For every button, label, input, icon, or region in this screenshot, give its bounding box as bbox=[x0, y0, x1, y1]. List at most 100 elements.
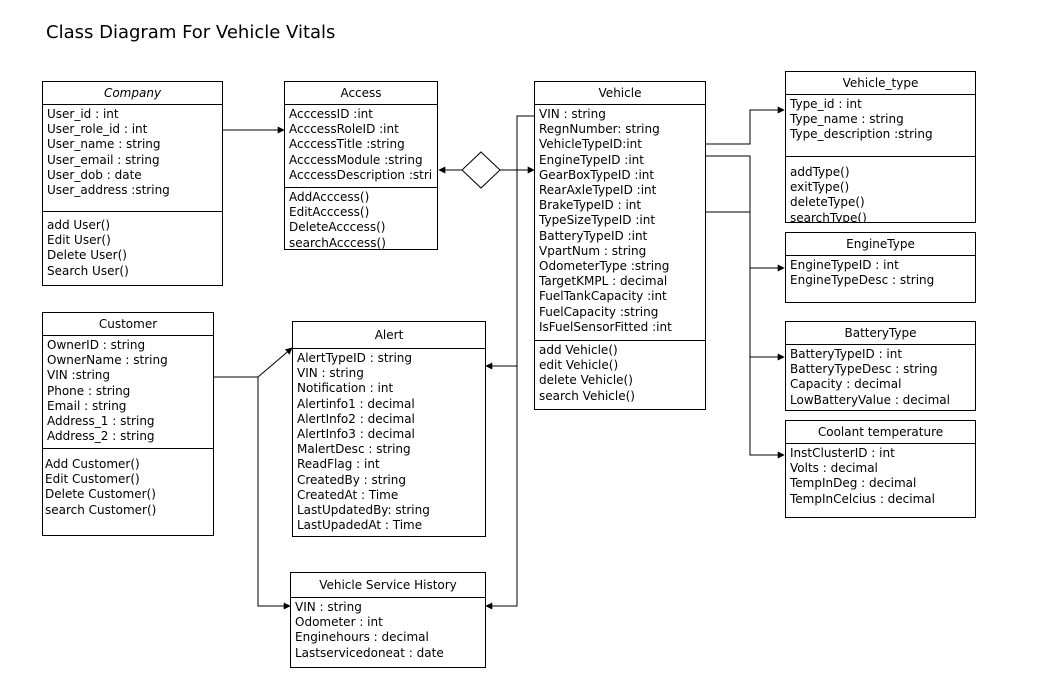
attribute: VehicleTypeID:int bbox=[539, 137, 642, 152]
class-vehicle-type-methods: addType() exitType() deleteType() search… bbox=[786, 156, 975, 223]
attribute: ReadFlag : int bbox=[297, 457, 380, 472]
attribute: User_email : string bbox=[47, 152, 160, 167]
class-vehicle-type[interactable]: Vehicle_type Type_id : int Type_name : s… bbox=[785, 71, 976, 223]
connector-customer-split bbox=[257, 347, 293, 378]
class-access[interactable]: Access AcccessID :int AcccessRoleID :int… bbox=[284, 81, 438, 250]
attribute: User_id : int bbox=[47, 107, 119, 121]
attribute: Type_description :string bbox=[790, 127, 933, 142]
page-title: Class Diagram For Vehicle Vitals bbox=[46, 22, 336, 43]
attribute: OwnerName : string bbox=[47, 353, 168, 368]
attribute: RegnNumber: string bbox=[539, 122, 660, 137]
class-vehicle-type-name: Vehicle_type bbox=[786, 72, 975, 95]
method: Edit Customer() bbox=[45, 472, 140, 487]
attribute: User_dob : date bbox=[47, 167, 142, 182]
connector-vehicle-coolant bbox=[749, 357, 785, 459]
attribute: InstClusterID : int bbox=[790, 446, 895, 460]
method: search Vehicle() bbox=[539, 388, 635, 403]
attribute: EngineTypeID :int bbox=[539, 152, 644, 167]
class-customer-attributes: OwnerID : string OwnerName : string VIN … bbox=[43, 336, 213, 448]
class-alert-name: Alert bbox=[293, 322, 485, 349]
class-access-methods: AddAcccess() EditAcccess() DeleteAcccess… bbox=[285, 187, 437, 250]
connector-vehicle-batterytype bbox=[705, 211, 785, 361]
method: add Vehicle() bbox=[539, 343, 618, 357]
class-access-attributes: AcccessID :int AcccessRoleID :int Accces… bbox=[285, 105, 437, 187]
attribute: Phone : string bbox=[47, 383, 131, 398]
attribute: Type_id : int bbox=[790, 97, 862, 111]
class-customer[interactable]: Customer OwnerID : string OwnerName : st… bbox=[42, 312, 214, 536]
connector-vehicle-vehicletype bbox=[705, 106, 785, 145]
class-company-name: Company bbox=[43, 82, 222, 105]
method: Add Customer() bbox=[45, 457, 140, 471]
attribute: CreatedAt : Time bbox=[297, 487, 399, 502]
attribute: Notification : int bbox=[297, 381, 394, 396]
class-coolant-temperature-name: Coolant temperature bbox=[786, 421, 975, 444]
attribute: LastUpdatedBy: string bbox=[297, 503, 430, 518]
attribute: Capacity : decimal bbox=[790, 377, 902, 392]
attribute: EngineTypeID : int bbox=[790, 258, 899, 272]
attribute: FuelCapacity :string bbox=[539, 304, 659, 319]
attribute: Enginehours : decimal bbox=[295, 630, 429, 645]
class-alert[interactable]: Alert AlertTypeID : string VIN : string … bbox=[292, 321, 486, 537]
attribute: GearBoxTypeID :int bbox=[539, 167, 655, 182]
attribute: AlertInfo2 : decimal bbox=[297, 411, 415, 426]
attribute: User_role_id : int bbox=[47, 122, 148, 137]
attribute: VIN : string bbox=[539, 107, 606, 121]
class-company-attributes: User_id : int User_role_id : int User_na… bbox=[43, 105, 222, 211]
attribute: User_name : string bbox=[47, 137, 161, 152]
class-vehicle[interactable]: Vehicle VIN : string RegnNumber: string … bbox=[534, 81, 706, 410]
attribute: LastUpadedAt : Time bbox=[297, 518, 423, 533]
method: search Customer() bbox=[45, 502, 157, 517]
class-alert-attributes: AlertTypeID : string VIN : string Notifi… bbox=[293, 349, 485, 535]
method: searchType() bbox=[790, 210, 867, 223]
class-engine-type-name: EngineType bbox=[786, 233, 975, 256]
connector-customer-history bbox=[257, 377, 291, 610]
attribute: EngineTypeDesc : string bbox=[790, 273, 935, 288]
attribute: AlertInfo3 : decimal bbox=[297, 427, 415, 442]
attribute: Volts : decimal bbox=[790, 461, 878, 476]
method: edit Vehicle() bbox=[539, 358, 619, 373]
class-battery-type[interactable]: BatteryType BatteryTypeID : int BatteryT… bbox=[785, 321, 976, 411]
connector-vehicle-history bbox=[485, 366, 518, 610]
class-access-name: Access bbox=[285, 82, 437, 105]
class-battery-type-attributes: BatteryTypeID : int BatteryTypeDesc : st… bbox=[786, 345, 975, 410]
attribute: AcccessTitle :string bbox=[289, 137, 405, 152]
class-coolant-temperature-attributes: InstClusterID : int Volts : decimal Temp… bbox=[786, 444, 975, 509]
attribute: BatteryTypeID : int bbox=[790, 347, 903, 361]
class-vehicle-attributes: VIN : string RegnNumber: string VehicleT… bbox=[535, 105, 705, 340]
attribute: MalertDesc : string bbox=[297, 442, 411, 457]
attribute: Email : string bbox=[47, 398, 127, 413]
attribute: VIN : string bbox=[297, 366, 364, 381]
method: Search User() bbox=[47, 263, 129, 278]
class-company[interactable]: Company User_id : int User_role_id : int… bbox=[42, 81, 223, 286]
attribute: Alertinfo1 : decimal bbox=[297, 396, 415, 411]
attribute: AcccessDescription :string bbox=[289, 167, 433, 182]
class-battery-type-name: BatteryType bbox=[786, 322, 975, 345]
method: DeleteAcccess() bbox=[289, 220, 386, 235]
method: EditAcccess() bbox=[289, 205, 370, 220]
attribute: AcccessRoleID :int bbox=[289, 122, 399, 137]
class-vehicle-service-history-name: Vehicle Service History bbox=[291, 573, 485, 598]
method: searchAcccess() bbox=[289, 235, 386, 250]
attribute: RearAxleTypeID :int bbox=[539, 183, 657, 198]
attribute: OdometerType :string bbox=[539, 259, 670, 274]
attribute: Lastservicedoneat : date bbox=[295, 645, 444, 660]
method: Delete User() bbox=[47, 248, 127, 263]
attribute: Odometer : int bbox=[295, 615, 383, 630]
connector-vehicle-alert bbox=[485, 115, 534, 370]
attribute: TargetKMPL : decimal bbox=[539, 274, 668, 289]
class-customer-name: Customer bbox=[43, 313, 213, 336]
class-coolant-temperature[interactable]: Coolant temperature InstClusterID : int … bbox=[785, 420, 976, 518]
attribute: Address_1 : string bbox=[47, 414, 155, 429]
class-engine-type[interactable]: EngineType EngineTypeID : int EngineType… bbox=[785, 232, 976, 303]
attribute: BatteryTypeDesc : string bbox=[790, 362, 938, 377]
class-vehicle-service-history[interactable]: Vehicle Service History VIN : string Odo… bbox=[290, 572, 486, 668]
attribute: User_address :string bbox=[47, 183, 170, 198]
attribute: BatteryTypeID :int bbox=[539, 228, 648, 243]
attribute: OwnerID : string bbox=[47, 338, 146, 352]
attribute: VIN :string bbox=[47, 368, 111, 383]
class-engine-type-attributes: EngineTypeID : int EngineTypeDesc : stri… bbox=[786, 256, 975, 290]
class-vehicle-type-attributes: Type_id : int Type_name : string Type_de… bbox=[786, 95, 975, 156]
association-diamond bbox=[461, 151, 501, 189]
attribute: AcccessID :int bbox=[289, 107, 373, 121]
attribute: CreatedBy : string bbox=[297, 472, 406, 487]
